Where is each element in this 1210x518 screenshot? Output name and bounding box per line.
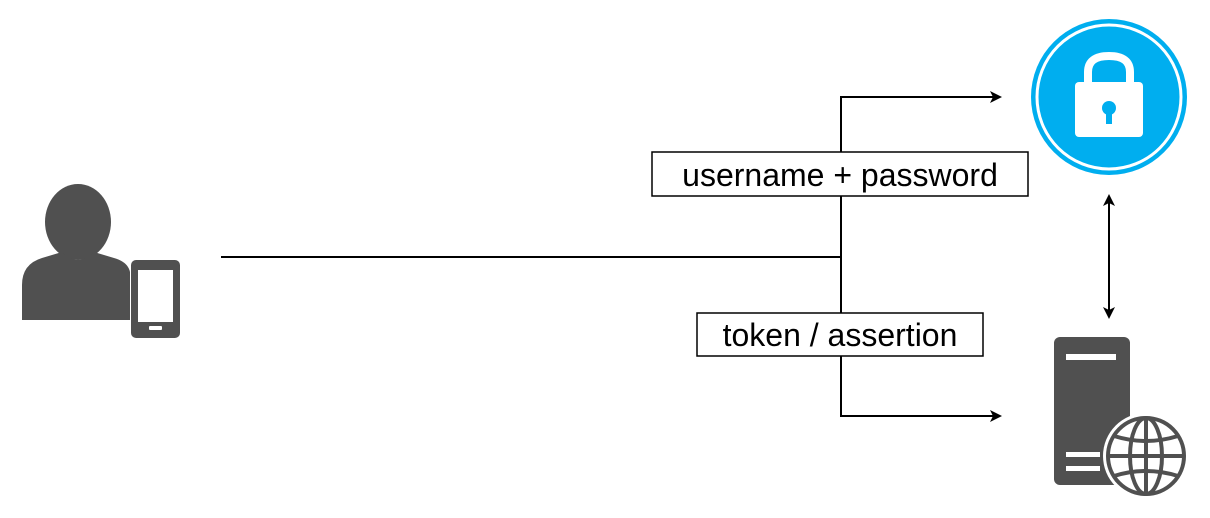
credentials-label-box <box>651 151 1029 197</box>
token-label-text: token / assertion <box>723 317 958 353</box>
user-with-phone-icon <box>22 184 180 338</box>
web-server-icon <box>1054 337 1189 499</box>
connectors <box>221 91 1115 422</box>
token-arrow <box>840 257 1002 422</box>
credentials-label-text: username + password <box>682 157 998 193</box>
token-label: token / assertion <box>696 312 984 357</box>
token-label-box <box>696 312 984 357</box>
lock-icon <box>1031 19 1187 175</box>
credentials-label: username + password <box>651 151 1029 197</box>
credentials-arrow <box>840 91 1002 257</box>
